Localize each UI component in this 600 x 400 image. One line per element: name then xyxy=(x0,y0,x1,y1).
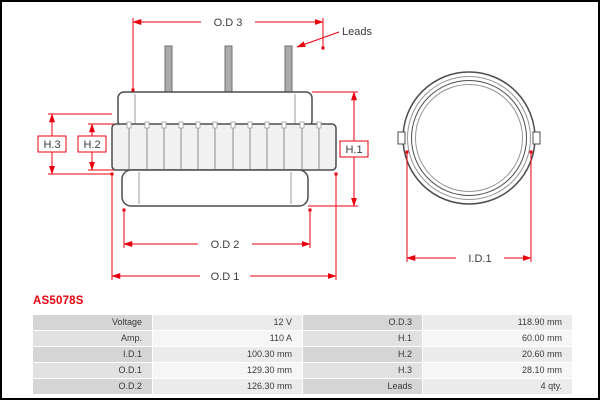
dim-label-leads: Leads xyxy=(342,26,372,38)
spec-row: I.D.1 100.30 mm H.2 20.60 mm xyxy=(32,346,573,363)
dim-label-od3: O.D 3 xyxy=(214,17,243,29)
dimension-lines xyxy=(37,18,532,280)
technical-drawing: O.D 3 Leads H.3 H.2 H.1 O.D 2 O.D 1 I.D.… xyxy=(37,17,541,283)
lower-housing xyxy=(121,169,309,207)
dim-label-h1: H.1 xyxy=(345,144,362,156)
dimension-labels: O.D 3 Leads H.3 H.2 H.1 O.D 2 O.D 1 I.D.… xyxy=(43,17,491,283)
spec-value: 129.30 mm xyxy=(152,362,303,379)
dim-label-od2: O.D 2 xyxy=(211,239,240,251)
left-mount-tab xyxy=(397,131,406,145)
spec-row: O.D.1 129.30 mm H.3 28.10 mm xyxy=(32,362,573,379)
h3-label-box xyxy=(37,135,67,153)
lead-pin xyxy=(224,45,233,95)
spec-value: 12 V xyxy=(152,314,303,331)
dim-label-h2: H.2 xyxy=(83,139,100,151)
specs-table: Voltage 12 V O.D.3 118.90 mm Amp. 110 A … xyxy=(32,314,573,395)
spec-label: I.D.1 xyxy=(32,346,153,363)
spec-label: Amp. xyxy=(32,330,153,347)
spec-row: Voltage 12 V O.D.3 118.90 mm xyxy=(32,314,573,331)
spec-label: O.D.2 xyxy=(32,378,153,395)
dim-label-id1: I.D.1 xyxy=(468,253,491,265)
stator-side-view xyxy=(111,45,337,207)
ring-3 xyxy=(411,80,527,196)
spec-label: O.D.3 xyxy=(302,314,423,331)
lead-pins xyxy=(164,45,293,95)
stator-front-view xyxy=(397,71,541,205)
outer-ring xyxy=(402,71,536,205)
spec-value: 100.30 mm xyxy=(152,346,303,363)
spec-label: H.2 xyxy=(302,346,423,363)
right-mount-tab xyxy=(532,131,541,145)
spec-value: 118.90 mm xyxy=(422,314,573,331)
spec-value: 4 qty. xyxy=(422,378,573,395)
spec-label: Voltage xyxy=(32,314,153,331)
spec-value: 126.30 mm xyxy=(152,378,303,395)
spec-value: 110 A xyxy=(152,330,303,347)
spec-row: O.D.2 126.30 mm Leads 4 qty. xyxy=(32,378,573,395)
spec-label: O.D.1 xyxy=(32,362,153,379)
core-laminations xyxy=(128,125,320,169)
ring-2 xyxy=(407,76,531,200)
part-number: AS5078S xyxy=(33,295,84,307)
dimension-endpoints xyxy=(110,46,533,212)
leads-callout-arrow xyxy=(296,31,340,48)
dim-label-od1: O.D 1 xyxy=(211,271,240,283)
h1-label-box xyxy=(339,140,369,158)
spec-value: 28.10 mm xyxy=(422,362,573,379)
core-slots xyxy=(126,121,322,129)
spec-label: H.1 xyxy=(302,330,423,347)
dim-label-h3: H.3 xyxy=(43,139,60,151)
h2-label-box xyxy=(77,135,107,153)
spec-label: Leads xyxy=(302,378,423,395)
spec-value: 60.00 mm xyxy=(422,330,573,347)
spec-value: 20.60 mm xyxy=(422,346,573,363)
spec-label: H.3 xyxy=(302,362,423,379)
spec-row: Amp. 110 A H.1 60.00 mm xyxy=(32,330,573,347)
inner-ring xyxy=(415,84,523,192)
lead-pin xyxy=(164,45,173,95)
lead-pin xyxy=(284,45,293,95)
